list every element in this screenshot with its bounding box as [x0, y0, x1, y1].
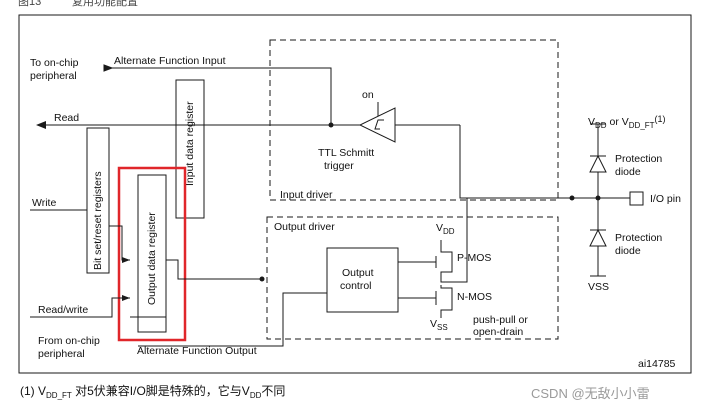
vdd-label: VDD	[436, 222, 455, 236]
write-label: Write	[32, 197, 56, 209]
output-data-register-label: Output data register	[146, 212, 158, 305]
alt-function-output-label: Alternate Function Output	[137, 345, 257, 357]
set-arrow	[122, 257, 130, 263]
wires	[30, 64, 644, 347]
figure-frame	[18, 14, 692, 374]
alt-function-input-label: Alternate Function Input	[114, 55, 226, 67]
read-write-label: Read/write	[38, 304, 88, 316]
input-driver-box	[269, 39, 559, 201]
vss-label: VSS	[430, 318, 448, 332]
protection-label-1a: Protection	[615, 153, 662, 165]
protection-label-1b: diode	[615, 166, 641, 178]
bit-set-reset-label: Bit set/reset registers	[92, 171, 104, 270]
input-data-register	[175, 79, 205, 219]
on-label: on	[362, 89, 374, 101]
highlight-box	[117, 166, 187, 342]
bit-set-reset-register	[86, 127, 110, 274]
footnote: (1) VDD_FT 对5伏兼容I/O脚是特殊的，它与VDD不同	[20, 383, 285, 400]
from-onchip-label-2: peripheral	[38, 348, 85, 360]
read-label: Read	[54, 112, 79, 124]
hysteresis-icon	[374, 119, 384, 130]
to-onchip-label-2: peripheral	[30, 70, 77, 82]
input-data-register-label: Input data register	[184, 101, 196, 186]
output-driver-label: Output driver	[274, 221, 335, 233]
pushpull-label-2: open-drain	[473, 326, 523, 338]
ttl-label-1: TTL Schmitt	[318, 147, 374, 159]
figure-label: 图13	[18, 0, 41, 8]
figure-title: 复用功能配置	[72, 0, 138, 8]
to-onchip-label-1: To on-chip	[30, 57, 79, 69]
ttl-label-2: trigger	[324, 160, 354, 172]
pmos-label: P-MOS	[457, 252, 491, 264]
output-control-label-1: Output	[342, 267, 374, 279]
vdd-rail-label: VDD or VDD_FT(1)	[588, 114, 666, 130]
read-arrow	[36, 121, 46, 129]
schmitt-trigger	[358, 107, 396, 143]
protection-label-2a: Protection	[615, 232, 662, 244]
nmos-label: N-MOS	[457, 291, 492, 303]
ai-code: ai14785	[638, 358, 676, 370]
output-data-register	[137, 174, 167, 333]
junction-dots	[259, 122, 601, 282]
pushpull-label-1: push-pull or	[473, 314, 528, 326]
input-driver-label: Input driver	[280, 189, 333, 201]
output-driver-box	[266, 216, 559, 340]
vss-rail-label: VSS	[588, 281, 609, 293]
protection-diodes	[589, 154, 607, 247]
from-onchip-label-1: From on-chip	[38, 335, 100, 347]
write-arrow	[122, 295, 130, 301]
protection-label-2b: diode	[615, 245, 641, 257]
io-pin-label: I/O pin	[650, 193, 681, 205]
output-control-label-2: control	[340, 280, 372, 292]
csdn-watermark: CSDN @无敌小小雷	[531, 386, 650, 401]
